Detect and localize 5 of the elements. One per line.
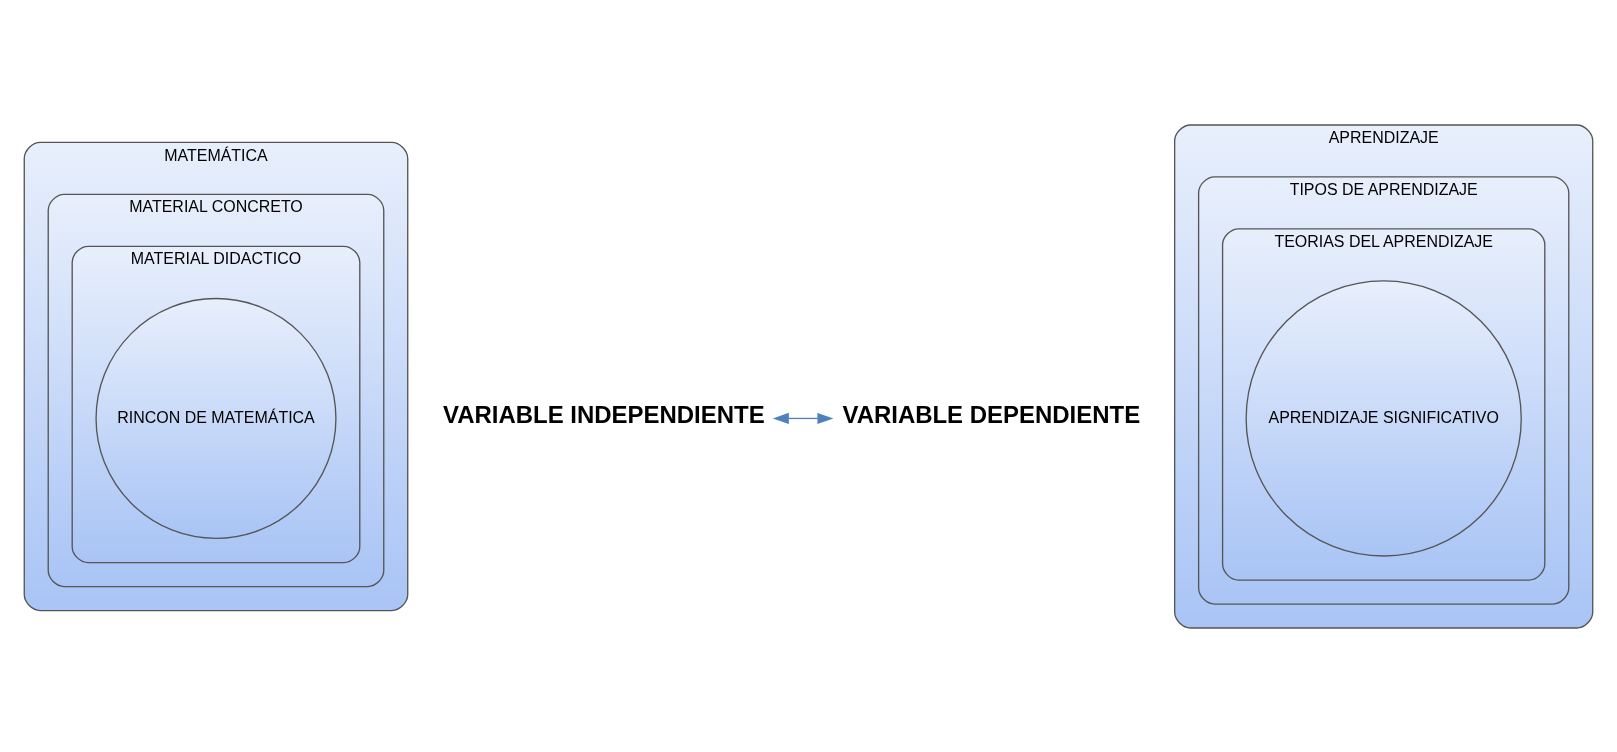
arrow xyxy=(772,412,834,424)
node-circle: RINCON DE MATEMÁTICA xyxy=(95,297,337,539)
node-text: VARIABLE DEPENDIENTE xyxy=(842,400,1141,428)
node-circle: APRENDIZAJE SIGNIFICATIVO xyxy=(1245,279,1522,557)
node-text: VARIABLE INDEPENDIENTE xyxy=(443,400,765,428)
